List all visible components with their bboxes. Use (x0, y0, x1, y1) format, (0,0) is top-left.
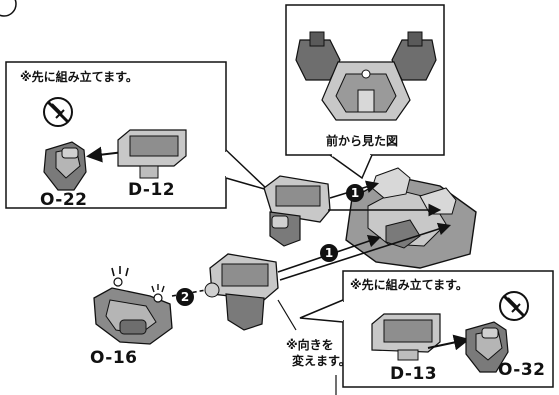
part-d13-illustration (371, 313, 441, 361)
part-label-o22: O-22 (40, 190, 88, 210)
note-orientation-line2: 変えます。 (292, 354, 351, 368)
note-front-view: 前から見た図 (326, 134, 399, 148)
main-d12-assembled (263, 175, 331, 247)
step-badge-1b: 1 (320, 244, 338, 262)
note-pre-assembled-2: ※先に組み立てます。 (350, 278, 468, 292)
part-o16-illustration (93, 277, 173, 345)
part-o22-illustration (43, 141, 87, 191)
assembly-arrow-d13 (427, 334, 470, 351)
part-label-d12: D-12 (128, 180, 176, 200)
no-cut-icon-2 (499, 291, 529, 321)
part-label-o16: O-16 (90, 348, 138, 368)
note-orientation-line1: ※向きを (286, 338, 334, 352)
part-label-d13: D-13 (390, 364, 438, 384)
callout-pre-assembled-1 (5, 61, 269, 209)
click-mark-icon (111, 266, 165, 293)
part-o32-illustration (465, 321, 509, 373)
step-number-marker (0, 0, 17, 17)
part-d12-illustration (117, 129, 187, 179)
step-badge-2: 2 (176, 288, 194, 306)
note-pre-assembled-1: ※先に組み立てます。 (20, 70, 138, 84)
assembly-arrow-step1-lower-b (279, 222, 452, 281)
front-view-part (295, 31, 437, 121)
part-label-o32: O-32 (498, 360, 546, 380)
main-d13-assembled (204, 253, 279, 331)
no-cut-icon (43, 97, 73, 127)
step-badge-1a: 1 (346, 184, 364, 202)
orientation-pointer (277, 299, 297, 331)
